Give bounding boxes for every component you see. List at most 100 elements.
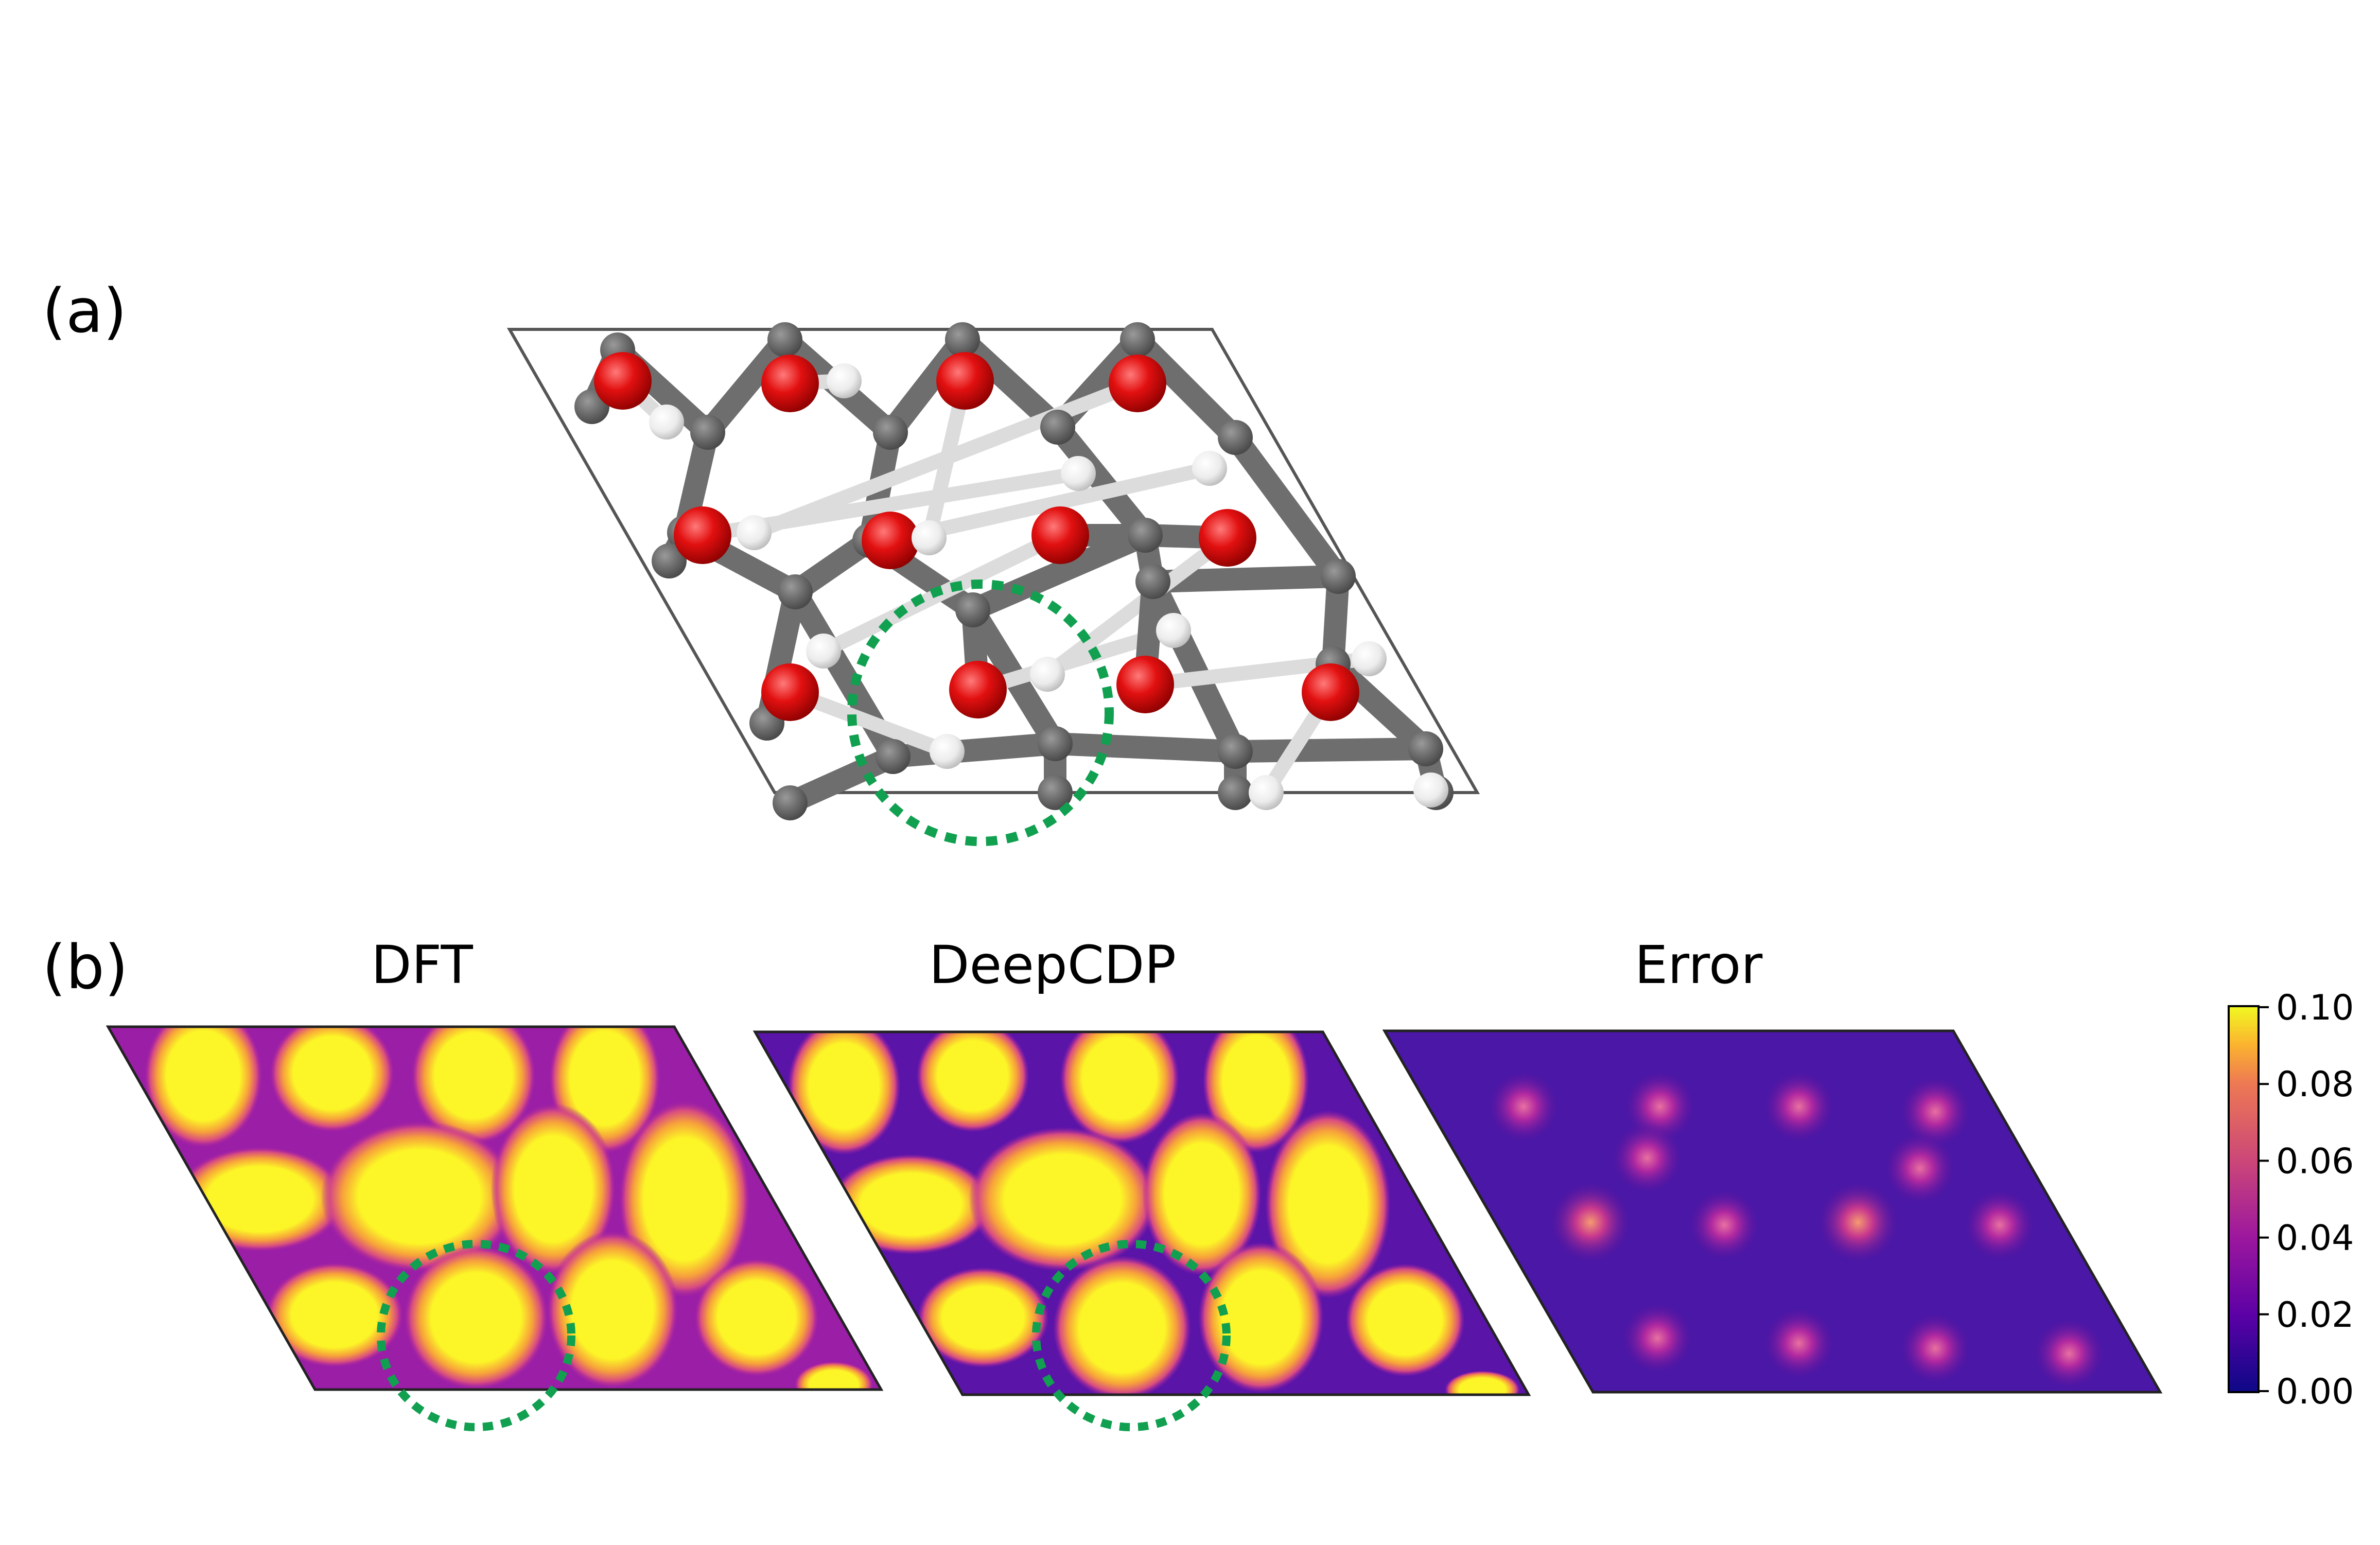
density-peak (969, 1127, 1157, 1272)
hydrogen-atom (1156, 613, 1191, 648)
carbon-atom (873, 415, 908, 450)
oxygen-atom (862, 512, 919, 569)
oxygen-atom (936, 352, 994, 410)
carbon-atom (1408, 731, 1443, 766)
carbon-atom (1218, 775, 1253, 810)
c-c-bond (961, 524, 1157, 621)
carbon-atom (767, 322, 802, 357)
carbon-atom (652, 543, 687, 578)
density-peak (1444, 1371, 1520, 1395)
c-c-bond (779, 745, 904, 814)
density-peak (269, 1027, 395, 1133)
hydrogen-atom (649, 405, 684, 440)
error-hotspot (1688, 1189, 1760, 1261)
hydrogen-atom (1030, 657, 1065, 692)
highlight-circle-deepcdp (1032, 1240, 1231, 1431)
error-hotspot (1899, 1076, 1971, 1148)
oxygen-atom (1116, 656, 1174, 713)
carbon-atom (876, 739, 911, 774)
c-c-bond (882, 732, 1066, 768)
oxygen-atom (1109, 355, 1166, 412)
carbon-atom (690, 415, 725, 450)
hydrogen-atom (912, 520, 947, 555)
colorbar-gradient (2228, 1005, 2260, 1393)
error-hotspot (1817, 1181, 1899, 1263)
density-peak (829, 1154, 993, 1255)
highlight-circle-dft (377, 1240, 575, 1431)
hydrogen-atom (827, 363, 862, 398)
error-hotspot (1763, 1307, 1835, 1379)
density-peak (916, 1032, 1029, 1132)
colorbar-tick-label: 0.10 (2276, 988, 2354, 1028)
hydrogen-atom (1413, 772, 1448, 807)
colorbar-tick-label: 0.06 (2276, 1141, 2354, 1182)
molecule-structure (506, 322, 1480, 820)
error-hotspot (1487, 1070, 1560, 1143)
hydrogen-atom (930, 734, 965, 769)
c-c-bond (879, 328, 974, 444)
hydrogen-atom (1061, 456, 1096, 491)
error-hotspot (1621, 1302, 1693, 1374)
o-h-bond (1040, 531, 1235, 681)
colorbar-tick-label: 0.02 (2276, 1295, 2354, 1336)
carbon-atom (1040, 410, 1075, 445)
density-peak (1265, 1110, 1391, 1298)
oxygen-atom (594, 352, 652, 410)
carbon-atom (1128, 518, 1163, 553)
error-map (1385, 1031, 2160, 1392)
density-peak (321, 1120, 518, 1273)
error-hotspot (1884, 1132, 1956, 1204)
error-hotspot (1549, 1181, 1632, 1263)
density-peak (694, 1258, 819, 1377)
highlight-circle-a (847, 580, 1114, 846)
colorbar-tick-label: 0.08 (2276, 1064, 2354, 1105)
density-peak (144, 1027, 263, 1148)
c-c-bond (951, 328, 1069, 438)
carbon-atom (1038, 775, 1073, 810)
c-c-bond (1044, 732, 1247, 763)
dft-density-map (108, 1027, 881, 1390)
density-peak (1060, 1032, 1179, 1145)
density-peak (787, 1032, 901, 1155)
deepcdp-density-map (755, 1032, 1529, 1395)
error-hotspot (1611, 1122, 1683, 1194)
carbon-atom (1135, 564, 1170, 599)
oxygen-atom (761, 663, 819, 721)
hydrogen-atom (1192, 451, 1227, 486)
carbon-atom (1218, 420, 1253, 455)
error-hotspot (1763, 1070, 1835, 1143)
hydrogen-atom (1249, 775, 1284, 810)
c-c-bond (1046, 416, 1157, 547)
density-peak (1345, 1263, 1465, 1377)
c-c-bond (1224, 426, 1350, 588)
colorbar-tick-label: 0.00 (2276, 1372, 2354, 1412)
c-c-bond (1142, 570, 1247, 763)
density-peak (1142, 1112, 1262, 1276)
carbon-atom (955, 592, 990, 627)
title-error: Error (1635, 935, 1763, 996)
title-dft: DFT (371, 935, 473, 996)
density-peak (1198, 1242, 1324, 1393)
c-c-bond (1126, 328, 1247, 449)
carbon-atom (1218, 734, 1253, 769)
title-deepcdp: DeepCDP (929, 935, 1176, 996)
density-peak (411, 1027, 536, 1145)
o-h-bond (747, 376, 1145, 540)
density-peak (491, 1103, 616, 1275)
carbon-atom (1120, 322, 1155, 357)
panel-b-label: (b) (42, 932, 128, 1003)
carbon-atom (1038, 726, 1073, 761)
density-peak (547, 1231, 678, 1389)
oxygen-atom (674, 506, 731, 564)
density-peak (404, 1245, 549, 1390)
c-c-bond (1224, 738, 1437, 763)
oxygen-atom (1302, 663, 1359, 721)
colorbar-tick-label: 0.04 (2276, 1218, 2354, 1259)
density-peak (174, 1146, 346, 1252)
error-hotspot (2033, 1318, 2105, 1390)
panel-a-label: (a) (42, 275, 127, 346)
carbon-atom (773, 785, 808, 820)
density-peak (917, 1267, 1049, 1368)
density-peak (265, 1262, 404, 1368)
